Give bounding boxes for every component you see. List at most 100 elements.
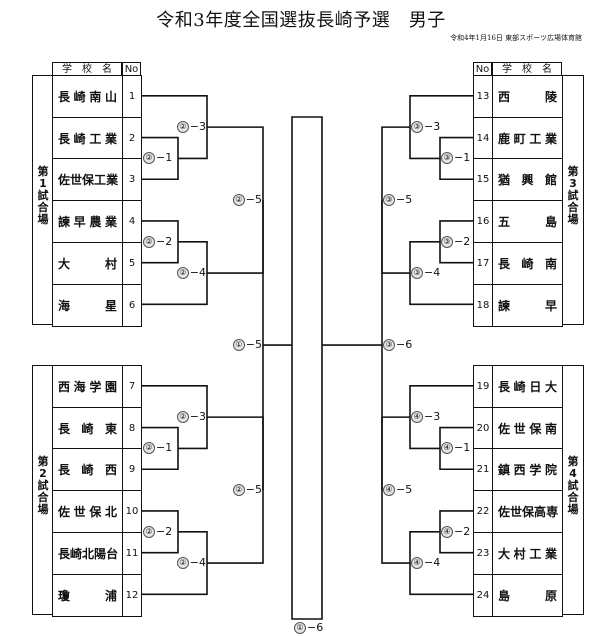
team-name-char: 長: [498, 380, 511, 395]
match-number: 1: [165, 151, 173, 165]
team-name-char: 崎: [513, 380, 526, 395]
team-name-char: 北: [82, 546, 95, 561]
team-name: 海星: [52, 283, 123, 327]
team-number: 10: [122, 490, 142, 534]
match-number: 2: [463, 524, 471, 538]
match-dash: −: [156, 151, 166, 165]
team-name-char: 世: [70, 173, 83, 188]
event-date-venue: 令和4年1月16日 東部スポーツ広場体育館: [450, 34, 582, 42]
team-name-char: 西: [104, 463, 117, 478]
team-name-char: 工: [94, 173, 107, 188]
match-label-m-2-5b: ②−5: [232, 483, 262, 497]
team-name-char: 学: [89, 380, 102, 395]
team-name-char: 業: [544, 131, 557, 146]
match-dash: −: [245, 483, 255, 497]
court-number-icon: ①: [294, 622, 306, 634]
match-number: 4: [199, 556, 206, 570]
team-name-char: 五: [498, 215, 511, 230]
venue-char: 第: [567, 165, 579, 179]
team-name-char: 鎮: [498, 463, 511, 478]
team-name-char: 業: [544, 546, 557, 561]
team-number: 16: [473, 200, 493, 244]
team-name-char: 世: [513, 421, 526, 436]
team-number: 24: [473, 573, 493, 617]
match-dash: −: [424, 120, 434, 134]
match-number: 5: [255, 483, 262, 497]
team-number: 23: [473, 531, 493, 575]
team-name-char: 西: [498, 90, 511, 105]
team-name-char: 村: [513, 546, 526, 561]
match-dash: −: [454, 524, 464, 538]
court-number-icon: ②: [176, 267, 189, 280]
match-number: 4: [433, 556, 441, 570]
team-name-char: 諫: [58, 215, 71, 230]
court-number-icon: ①: [232, 339, 245, 352]
match-label-m-4-5: ④−5: [383, 484, 412, 497]
team-name: 猶興館: [492, 158, 563, 202]
team-name-char: 星: [104, 298, 117, 313]
team-name-char: 猶: [498, 173, 511, 188]
match-number: 4: [433, 266, 441, 280]
team-name-char: 業: [104, 131, 117, 146]
team-name-char: 業: [106, 173, 119, 188]
team-number: 2: [122, 116, 142, 160]
venue-char: 1: [39, 177, 47, 191]
match-label-m-2-4b: ②−4: [176, 556, 206, 570]
venue-char: 場: [37, 213, 49, 227]
match-label-m-4-2: ④−2: [441, 524, 471, 538]
match-label-m-2-3b: ②−3: [176, 410, 206, 424]
match-number: 3: [433, 410, 441, 424]
match-dash: −: [189, 120, 199, 134]
match-label-m-2-4a: ②−4: [176, 267, 206, 280]
team-name-char: 崎: [81, 421, 94, 436]
team-name-char: 長: [58, 90, 71, 105]
team-name-char: 南: [544, 256, 557, 271]
team-name: 長崎西: [52, 448, 123, 492]
team-name-char: 園: [104, 380, 117, 395]
team-name-char: 工: [529, 131, 542, 146]
team-number: 13: [473, 75, 493, 119]
team-name-char: 崎: [73, 131, 86, 146]
match-dash: −: [424, 410, 434, 424]
team-name-char: 島: [544, 215, 557, 230]
team-number: 20: [473, 406, 493, 450]
team-name: 長崎北陽台: [52, 531, 123, 575]
team-name-char: 佐: [58, 173, 71, 188]
team-name: 佐世保北: [52, 490, 123, 534]
team-name-char: 長: [58, 546, 71, 561]
team-name-char: 佐: [498, 421, 511, 436]
venue-char: 合: [37, 201, 49, 215]
team-number: 18: [473, 283, 493, 327]
match-number: 3: [433, 120, 441, 134]
match-label-m-2-3a: ②−3: [176, 120, 206, 134]
match-dash: −: [307, 621, 317, 634]
header-school-name: 学 校 名: [492, 62, 562, 76]
court-number-icon: ④: [441, 525, 453, 538]
match-dash: −: [396, 338, 406, 352]
match-label-m-4-4: ④−4: [411, 556, 441, 570]
match-label-m-1-5: ①−5: [232, 339, 262, 352]
match-number: 3: [199, 410, 206, 424]
team-name: 大村工業: [492, 531, 563, 575]
team-name-char: 世: [510, 505, 523, 520]
team-name-char: 浦: [104, 588, 117, 603]
team-name-char: 山: [104, 90, 117, 105]
match-dash: −: [156, 441, 166, 455]
team-name-char: 東: [104, 421, 117, 436]
match-dash: −: [454, 441, 464, 455]
team-name-char: 諫: [498, 298, 511, 313]
team-name: 瓊浦: [52, 573, 123, 617]
team-number: 5: [122, 241, 142, 285]
team-name-char: 北: [104, 505, 117, 520]
court-number-icon: ②: [143, 152, 155, 165]
team-name: 長崎工業: [52, 116, 123, 160]
team-name-char: 崎: [521, 256, 534, 271]
team-name-char: 長: [58, 131, 71, 146]
team-number: 6: [122, 283, 142, 327]
match-label-m-1-6: ①−6: [294, 622, 323, 634]
court-number-icon: ②: [232, 194, 245, 207]
team-name-char: 島: [498, 588, 511, 603]
match-dash: −: [454, 151, 464, 165]
